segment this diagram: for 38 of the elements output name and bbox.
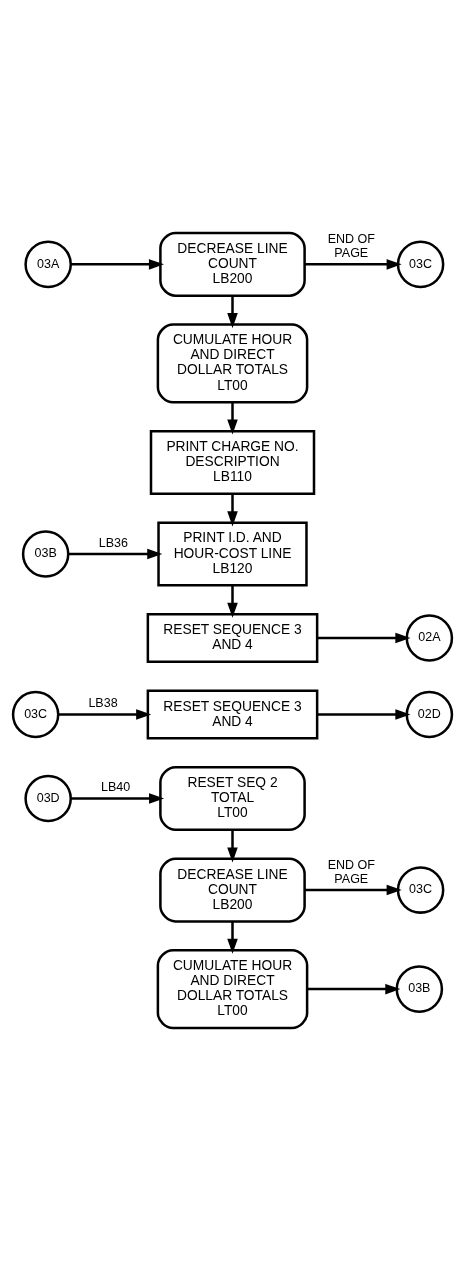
- node-circle: 03B: [21, 530, 70, 578]
- edge-label: LB40: [100, 780, 131, 794]
- arrow: [227, 493, 238, 527]
- node-circle: 03C: [396, 866, 445, 914]
- arrow: [227, 921, 238, 954]
- edge-label: END OF PAGE: [327, 232, 375, 260]
- node-circle: 03D: [24, 774, 72, 823]
- arrow: [227, 296, 238, 329]
- node-box: RESET SEQUENCE 3 AND 4: [146, 612, 319, 664]
- node-box: PRINT I.D. AND HOUR-COST LINE LB120: [157, 521, 308, 587]
- node-circle: 02A: [405, 614, 454, 662]
- arrow: [227, 402, 238, 435]
- edge-label: END OF PAGE: [327, 857, 375, 886]
- arrow: [317, 632, 411, 644]
- arrow: [227, 585, 238, 618]
- edge-label: LB38: [88, 695, 118, 710]
- node-box: PRINT CHARGE NO. DESCRIPTION LB110: [149, 429, 316, 496]
- arrow: [70, 793, 165, 804]
- node-circle: 03C: [396, 240, 445, 289]
- node-circle: 02D: [405, 690, 454, 739]
- node-box: RESET SEQ 2 TOTAL LT00: [159, 765, 306, 832]
- arrow: [304, 884, 402, 896]
- node-box: CUMULATE HOUR AND DIRECT DOLLAR TOTALS LT00: [156, 323, 309, 404]
- arrow: [58, 709, 152, 720]
- node-circle: 03B: [395, 965, 444, 1013]
- node-box: RESET SEQUENCE 3 AND 4: [146, 689, 319, 740]
- arrow: [227, 829, 238, 863]
- arrow: [68, 548, 163, 560]
- arrow: [307, 983, 401, 995]
- node-circle: 03C: [11, 690, 60, 739]
- node-box: CUMULATE HOUR AND DIRECT DOLLAR TOTALS LT00: [156, 949, 309, 1030]
- arrow: [304, 259, 402, 270]
- node-circle: 03A: [24, 240, 72, 289]
- node-box: DECREASE LINE COUNT LB200: [159, 231, 306, 297]
- arrow: [70, 259, 164, 270]
- edge-label: LB36: [98, 535, 128, 550]
- arrow: [317, 709, 411, 720]
- node-box: DECREASE LINE COUNT LB200: [159, 857, 306, 923]
